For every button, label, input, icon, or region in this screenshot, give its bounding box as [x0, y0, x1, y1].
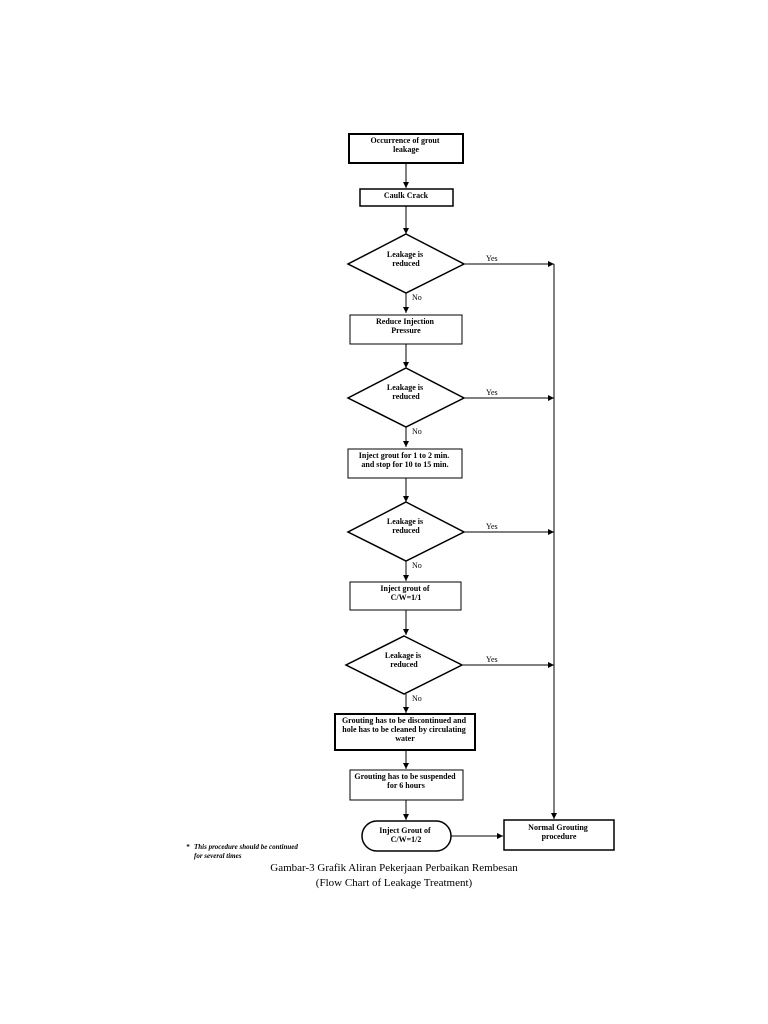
- yes-label-4: Yes: [486, 655, 498, 664]
- process-box-inject-stop: [347, 448, 463, 479]
- process-box-inject-cw11: [349, 581, 462, 611]
- footnote-text: This procedure should be continued for s…: [194, 843, 300, 860]
- process-box-reduce-pressure: [349, 314, 463, 345]
- decision-diamond-2: [346, 367, 466, 428]
- label-inject-cw12: Inject Grout of C/W=1/2: [379, 826, 432, 844]
- process-box-occurrence: [348, 133, 464, 164]
- label-caulk: Caulk Crack: [384, 191, 429, 200]
- no-label-3: No: [412, 561, 422, 570]
- decision-diamond-4: [344, 635, 464, 695]
- terminal-inject-cw12: [361, 820, 452, 852]
- decision-diamond-3: [346, 501, 466, 562]
- no-label-2: No: [412, 427, 422, 436]
- process-box-discontinue: [334, 713, 476, 751]
- label-decision4: Leakage is reduced: [385, 651, 423, 669]
- process-box-caulk: [359, 188, 454, 207]
- label-suspend: Grouting has to be suspended for 6 hours: [354, 772, 457, 790]
- no-label-1: No: [412, 293, 422, 302]
- label-inject-stop: Inject grout for 1 to 2 min. and stop fo…: [359, 451, 452, 469]
- label-decision1: Leakage is reduced: [387, 250, 425, 268]
- label-discontinue: Grouting has to be discontinued and hole…: [342, 716, 468, 743]
- label-decision2: Leakage is reduced: [387, 383, 425, 401]
- label-occurrence: Occurrence of grout leakage: [370, 136, 441, 154]
- label-decision3: Leakage is reduced: [387, 517, 425, 535]
- decision-diamond-1: [346, 233, 466, 294]
- no-label-4: No: [412, 694, 422, 703]
- yes-label-2: Yes: [486, 388, 498, 397]
- yes-branches: [451, 261, 557, 839]
- yes-label-3: Yes: [486, 522, 498, 531]
- caption-line-2: (Flow Chart of Leakage Treatment): [316, 877, 473, 889]
- process-box-normal: [503, 819, 615, 851]
- label-reduce-pressure: Reduce Injection Pressure: [376, 317, 436, 335]
- label-inject-cw11: Inject grout of C/W=1/1: [380, 584, 431, 602]
- yes-label-1: Yes: [486, 254, 498, 263]
- caption-line-1: Gambar-3 Grafik Aliran Pekerjaan Perbaik…: [270, 862, 518, 874]
- process-box-suspend: [349, 769, 464, 801]
- label-normal: Normal Grouting procedure: [528, 823, 590, 841]
- footnote-marker: *: [186, 843, 190, 851]
